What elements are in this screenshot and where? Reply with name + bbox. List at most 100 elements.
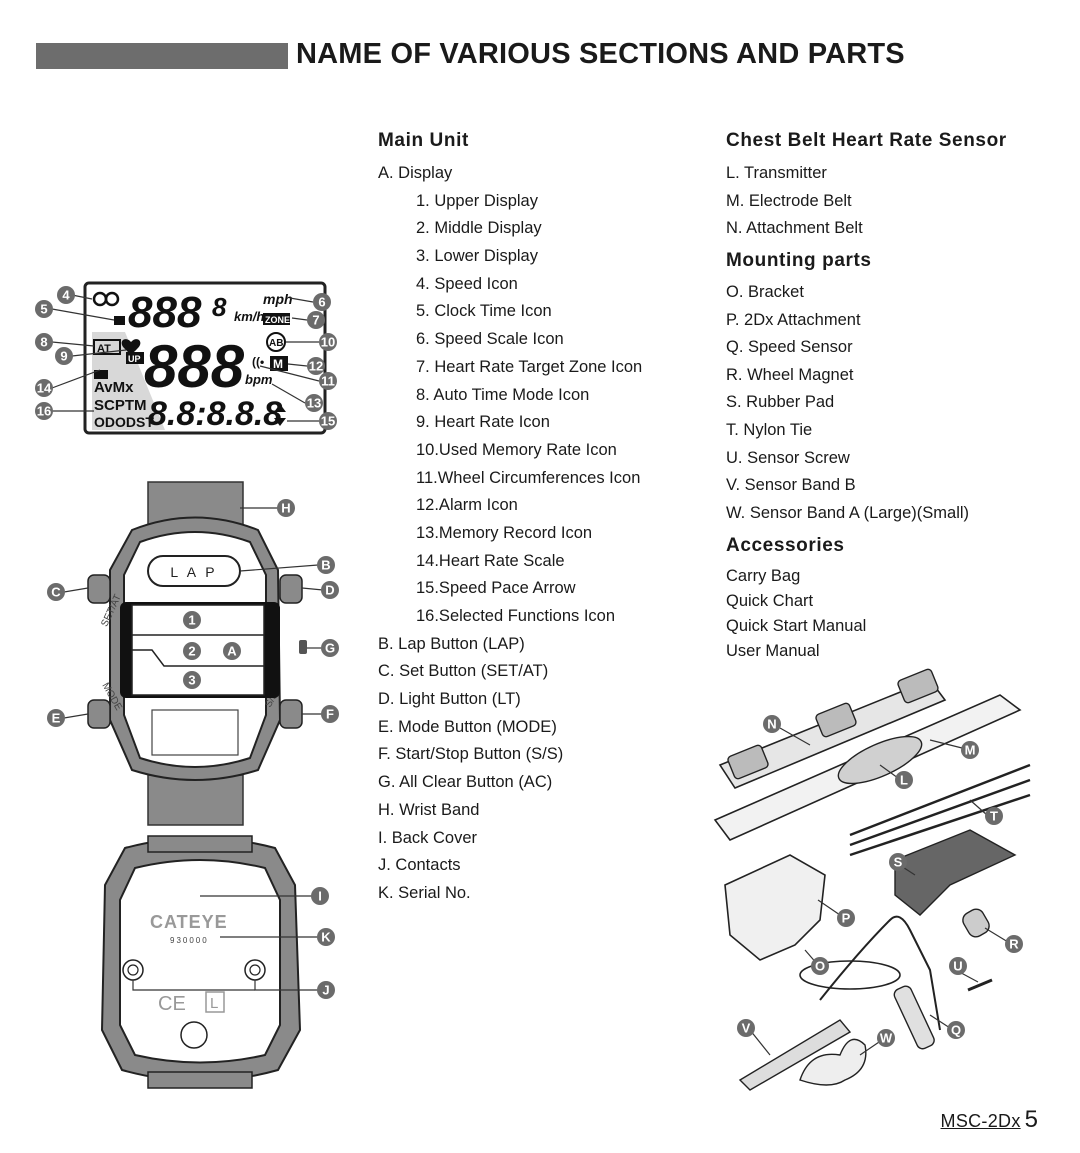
list-item: 4. Speed Icon bbox=[416, 274, 518, 293]
speed-sensor-cable bbox=[819, 915, 941, 1031]
callout-label: I bbox=[318, 889, 322, 904]
callout-label: T bbox=[990, 809, 998, 824]
list-item: V. Sensor Band B bbox=[726, 476, 856, 495]
auto-time-mode-icon bbox=[93, 339, 121, 355]
callout-p: P bbox=[837, 909, 855, 927]
list-item: 6. Speed Scale Icon bbox=[416, 330, 564, 349]
watch-back-diagram: CATEYE 930000 CE L IKJ bbox=[100, 835, 335, 1089]
list-item: A. Display bbox=[378, 164, 453, 182]
callout-label: F bbox=[326, 707, 334, 722]
callout-i: I bbox=[311, 887, 329, 905]
memory-record-icon bbox=[270, 356, 288, 371]
page-title: NAME OF VARIOUS SECTIONS AND PARTS bbox=[296, 38, 905, 70]
callout-label: 5 bbox=[40, 302, 47, 317]
zone-label: ZONE bbox=[265, 315, 290, 325]
main-unit-list: A. Display 1. Upper Display 2. Middle Di… bbox=[378, 160, 642, 908]
light-button[interactable] bbox=[279, 574, 303, 604]
accessories-heading: Accessories bbox=[726, 535, 845, 556]
middle-digits: 888 bbox=[144, 333, 245, 400]
list-item: H. Wrist Band bbox=[378, 800, 480, 819]
list-item: 7. Heart Rate Target Zone Icon bbox=[416, 357, 643, 376]
callout-2: 2 bbox=[183, 642, 201, 660]
speed-pace-up-arrow bbox=[274, 404, 286, 412]
callout-label: J bbox=[322, 983, 329, 998]
callout-label: 10 bbox=[321, 335, 335, 350]
mode-button[interactable] bbox=[87, 699, 111, 729]
list-item: 8. Auto Time Mode Icon bbox=[416, 385, 590, 404]
list-item: B. Lap Button (LAP) bbox=[378, 634, 525, 653]
model-number: MSC-2Dx bbox=[940, 1111, 1021, 1131]
selected-function-box bbox=[94, 370, 108, 379]
contact-left bbox=[122, 959, 144, 981]
accessories-list: Carry Bag Quick Chart Quick Start Manual… bbox=[726, 564, 866, 664]
callout-v: V bbox=[737, 1019, 755, 1037]
callout-10: 10 bbox=[319, 333, 337, 351]
callout-13: 13 bbox=[305, 394, 323, 412]
callout-5: 5 bbox=[35, 300, 53, 318]
callout-label: 2 bbox=[188, 644, 195, 659]
belt-buckle-bottom bbox=[727, 744, 769, 780]
list-item: E. Mode Button (MODE) bbox=[378, 717, 557, 736]
callout-f: F bbox=[321, 705, 339, 723]
func-ododst: ODODST bbox=[94, 414, 154, 430]
bpm-label: bpm bbox=[245, 372, 273, 387]
callout-label: S bbox=[894, 855, 903, 870]
lcd-shade bbox=[92, 332, 165, 430]
callout-12: 12 bbox=[307, 357, 325, 375]
sensor-screw bbox=[967, 978, 993, 992]
sensor-band-a bbox=[799, 1038, 867, 1086]
list-item: U. Sensor Screw bbox=[726, 448, 850, 467]
l-mark: L bbox=[210, 995, 218, 1012]
list-item: 15.Speed Pace Arrow bbox=[416, 579, 576, 598]
mounting-heading: Mounting parts bbox=[726, 250, 872, 271]
callout-label: E bbox=[52, 711, 61, 726]
list-item: 9. Heart Rate Icon bbox=[416, 413, 550, 432]
callout-7: 7 bbox=[307, 311, 325, 329]
speed-sensor bbox=[893, 985, 935, 1050]
start-stop-button[interactable] bbox=[279, 699, 303, 729]
callout-4: 4 bbox=[57, 286, 75, 304]
callout-label: G bbox=[325, 641, 335, 656]
callout-label: 7 bbox=[312, 313, 319, 328]
list-item: I. Back Cover bbox=[378, 828, 478, 847]
callout-16: 16 bbox=[35, 402, 53, 420]
lap-label: L A P bbox=[170, 564, 217, 580]
set-button[interactable] bbox=[87, 574, 111, 604]
all-clear-button[interactable] bbox=[299, 640, 307, 654]
contact-right-inner bbox=[249, 964, 261, 976]
wrist-band-bottom bbox=[147, 774, 244, 826]
list-item: 2. Middle Display bbox=[416, 219, 542, 238]
list-item: R. Wheel Magnet bbox=[726, 365, 854, 384]
callout-label: P bbox=[842, 911, 851, 926]
callout-u: U bbox=[949, 957, 967, 975]
bracket-2dx-attachment bbox=[724, 854, 826, 961]
list-item: J. Contacts bbox=[378, 856, 461, 875]
lcd-diagram: 888 8 mph km/h ZONE AT UP 888 AB ((• M b… bbox=[35, 281, 337, 435]
callout-q: Q bbox=[947, 1021, 965, 1039]
belt-buckle-middle bbox=[815, 702, 857, 738]
transmitter bbox=[837, 735, 923, 785]
list-item: Q. Speed Sensor bbox=[726, 338, 853, 357]
list-item: 16.Selected Functions Icon bbox=[416, 607, 616, 625]
callout-label: M bbox=[965, 743, 976, 758]
list-item: K. Serial No. bbox=[378, 883, 471, 902]
back-strap-bottom bbox=[147, 1071, 253, 1089]
page-number: 5 bbox=[1024, 1106, 1038, 1133]
callout-label: 3 bbox=[188, 673, 195, 688]
speed-unit-kmh: km/h bbox=[234, 309, 264, 324]
back-leader-lines bbox=[132, 895, 318, 991]
list-item: 14.Heart Rate Scale bbox=[416, 551, 565, 570]
rubber-pad bbox=[894, 829, 1017, 916]
list-item: T. Nylon Tie bbox=[726, 420, 813, 439]
callout-o: O bbox=[811, 957, 829, 975]
lower-digits: 8.8:8.8.8 bbox=[148, 395, 282, 433]
callout-label: 11 bbox=[321, 374, 335, 389]
zone-icon bbox=[263, 313, 290, 325]
header-bar bbox=[36, 43, 288, 69]
list-item: User Manual bbox=[726, 642, 820, 660]
sensor-band-b bbox=[738, 1019, 852, 1091]
callout-label: Q bbox=[951, 1023, 961, 1038]
watch-lower-panel bbox=[151, 709, 239, 756]
